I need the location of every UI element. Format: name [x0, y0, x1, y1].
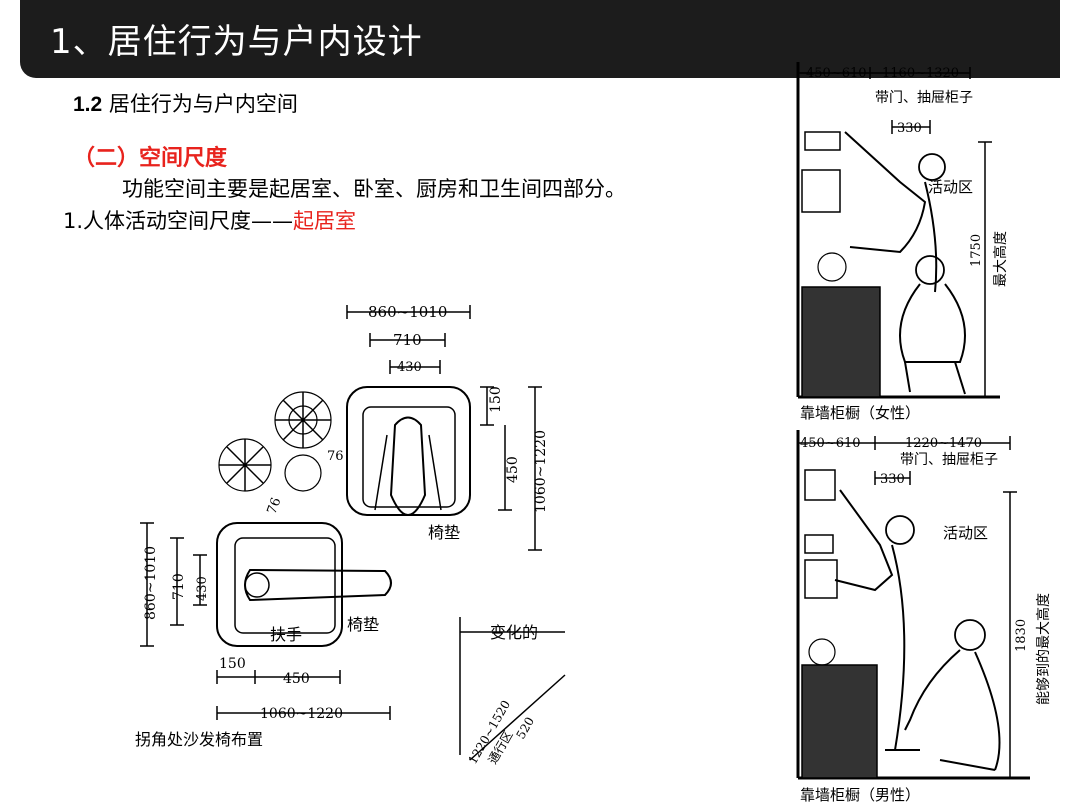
- dim-left-3: 430: [195, 576, 210, 601]
- female-caption: 靠墙柜橱（女性）: [800, 404, 920, 422]
- armrest-label: 扶手: [270, 625, 302, 644]
- title-bar: 1、居住行为与户内设计: [20, 0, 1060, 78]
- male-dim-2: 1220~1470: [905, 436, 982, 451]
- subtitle-text: 居住行为与户内空间: [102, 92, 298, 116]
- intro-paragraph: 功能空间主要是起居室、卧室、厨房和卫生间四部分。: [122, 177, 626, 201]
- female-height: 1750: [969, 234, 984, 267]
- dim-top-1: 860~1010: [368, 303, 447, 321]
- male-dim-inner: 330: [880, 472, 905, 487]
- dim-left-2: 710: [171, 573, 187, 600]
- cabinet-male-diagram: 450~610 1220~1470 带门、抽屉柜子 330 活动区 1830 能…: [796, 430, 1052, 804]
- variable-label: 变化的: [490, 623, 538, 642]
- dim-left-1: 860~1010: [143, 546, 159, 620]
- dim-right-3: 1060~1220: [533, 430, 549, 513]
- cushion-side-label: 椅垫: [347, 615, 379, 634]
- dim-bottom-2: 450: [283, 671, 310, 687]
- dim-bottom-1: 150: [219, 656, 246, 672]
- male-caption: 靠墙柜橱（男性）: [800, 786, 920, 804]
- female-dim-2: 1160~1320: [882, 66, 959, 81]
- dim-small-2: 76: [265, 496, 285, 517]
- section-heading: （二）空间尺度: [73, 146, 228, 171]
- dim-small-1: 76: [327, 449, 344, 464]
- male-height-label: 能够到的最大高度: [1035, 593, 1052, 705]
- female-zone: 活动区: [928, 178, 973, 196]
- sofa-layout-diagram: 860~1010 710 430 150 450 1060~1220 76 76…: [135, 303, 566, 767]
- subtitle: 1.2 居住行为与户内空间: [73, 88, 298, 118]
- male-height: 1830: [1014, 619, 1029, 652]
- cabinet-female-diagram: 450~610 1160~1320 带门、抽屉柜子 330 活动区 1750 最…: [796, 62, 1009, 422]
- dim-right-2: 450: [505, 456, 521, 483]
- item-line: 1.人体活动空间尺度——起居室: [63, 205, 356, 235]
- item-prefix: 1.人体活动空间尺度——: [63, 209, 294, 233]
- item-highlight: 起居室: [293, 209, 357, 233]
- female-note: 带门、抽屉柜子: [875, 90, 973, 106]
- cushion-top-label: 椅垫: [428, 523, 460, 542]
- male-note: 带门、抽屉柜子: [900, 452, 998, 468]
- sofa-caption: 拐角处沙发椅布置: [135, 730, 263, 749]
- female-height-label: 最大高度: [992, 231, 1009, 287]
- dim-right-1: 150: [488, 386, 504, 413]
- slide-title: 1、居住行为与户内设计: [50, 22, 423, 62]
- dim-bottom-3: 1060~1220: [260, 706, 343, 722]
- female-dim-1: 450~610: [806, 66, 867, 81]
- female-dim-inner: 330: [897, 121, 922, 136]
- male-dim-1: 450~610: [800, 436, 861, 451]
- subtitle-number: 1.2: [73, 93, 103, 116]
- dim-top-3: 430: [397, 360, 422, 375]
- dim-top-2: 710: [393, 331, 422, 349]
- male-zone: 活动区: [943, 524, 988, 542]
